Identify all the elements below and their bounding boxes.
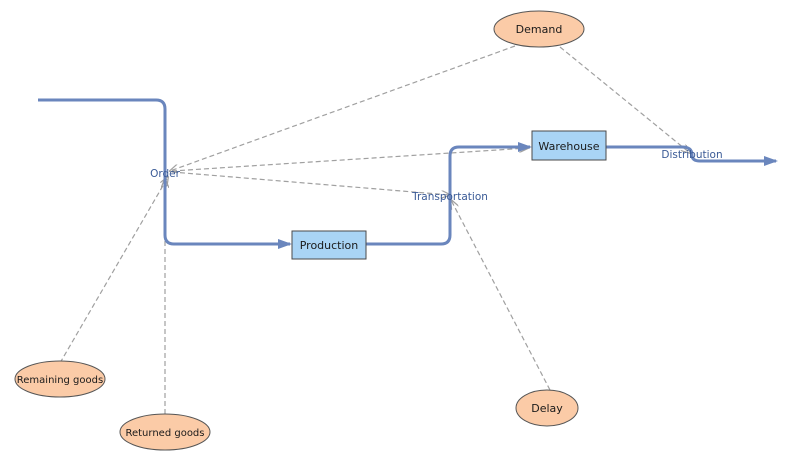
demand-to-distribution-link <box>559 46 690 153</box>
warehouse-box <box>531 130 607 161</box>
distribution-label: Distribution <box>661 149 722 161</box>
demand-node[interactable]: Demand <box>493 10 585 48</box>
returned-goods-label: Returned goods <box>125 428 204 439</box>
material-flows <box>38 98 778 249</box>
production-box <box>291 230 367 260</box>
order-to-transportation-link <box>171 171 450 195</box>
remaining-goods-node[interactable]: Remaining goods <box>14 360 106 398</box>
returned-goods-ellipse <box>119 413 211 451</box>
warehouse-label: Warehouse <box>538 140 599 153</box>
demand-label: Demand <box>516 23 563 36</box>
order-label: Order <box>150 168 181 180</box>
demand-to-order-link <box>170 45 516 171</box>
delay-label: Delay <box>531 402 563 415</box>
order-to-warehouse-link <box>171 148 528 172</box>
production-to-warehouse-arrow <box>366 142 532 246</box>
remaining-goods-to-order-link <box>59 177 168 364</box>
remaining-goods-ellipse <box>14 360 106 398</box>
remaining-goods-label: Remaining goods <box>17 375 103 386</box>
delay-ellipse <box>515 389 579 427</box>
distribution-arrow <box>606 145 778 166</box>
production-node[interactable]: Production <box>291 230 367 260</box>
warehouse-node[interactable]: Warehouse <box>531 130 607 161</box>
production-label: Production <box>300 239 359 252</box>
demand-ellipse <box>493 10 585 48</box>
transportation-label: Transportation <box>411 191 488 203</box>
delay-node[interactable]: Delay <box>515 389 579 427</box>
returned-goods-node[interactable]: Returned goods <box>119 413 211 451</box>
delay-to-transportation-link <box>451 200 551 391</box>
inflow-arrow <box>38 98 292 249</box>
